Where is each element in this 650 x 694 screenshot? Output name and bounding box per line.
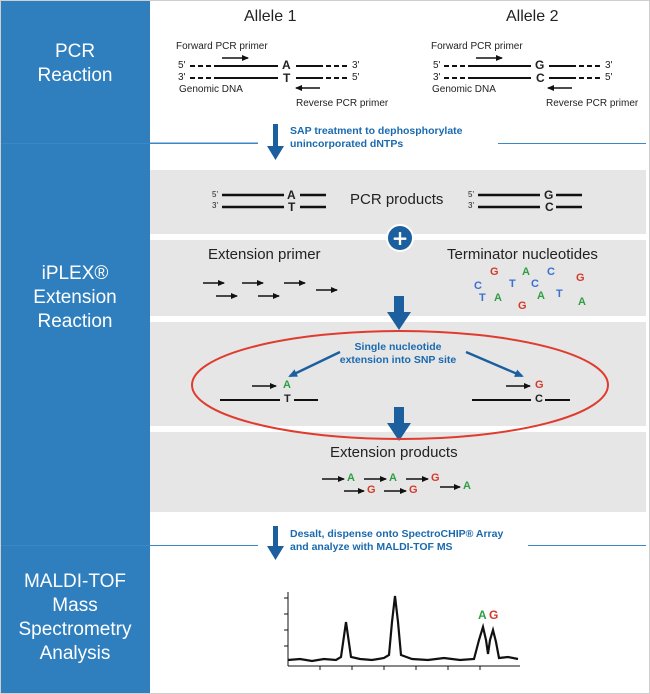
terminator-nucleotide: T — [556, 288, 563, 300]
terminator-nucleotide: A — [578, 296, 586, 308]
terminator-nucleotide: T — [509, 278, 516, 290]
template-base-c: C — [535, 393, 543, 405]
five-prime-label: 5' — [433, 60, 441, 71]
terminator-nucleotide: C — [531, 278, 539, 290]
arrow-to-allele-2 — [465, 350, 524, 378]
extension-product-base: A — [347, 472, 355, 484]
arrow-to-allele-1 — [288, 350, 341, 378]
down-arrow-icon — [267, 124, 284, 160]
plus-icon: + — [386, 224, 414, 252]
terminator-nucleotide: A — [537, 290, 545, 302]
iplex-section-title: iPLEX® Extension Reaction — [33, 263, 117, 332]
products-band — [150, 432, 646, 512]
extension-product-base: G — [409, 484, 418, 496]
terminator-nucleotide: C — [547, 266, 555, 278]
section-divider — [0, 545, 258, 546]
product-bottom-base: C — [545, 200, 554, 214]
three-prime-label: 3' — [605, 60, 613, 71]
extension-primer-arrows — [203, 280, 338, 299]
allele-1-pcr-duplex — [190, 55, 350, 91]
extended-base-a: A — [283, 379, 291, 391]
extension-products-label: Extension products — [330, 444, 458, 461]
section-divider — [498, 143, 646, 144]
mass-spectrum-trace — [287, 595, 519, 663]
down-arrow-icon — [387, 296, 411, 330]
reverse-primer-label: Reverse PCR primer — [546, 98, 639, 109]
product-bottom-base: T — [288, 200, 296, 214]
terminator-nucleotide: A — [494, 292, 502, 304]
allele-1-top-base: A — [282, 58, 291, 72]
three-prime-label: 3' — [468, 201, 474, 210]
genomic-dna-label: Genomic DNA — [179, 84, 243, 95]
five-prime-label: 5' — [212, 190, 218, 199]
five-prime-label: 5' — [605, 72, 613, 83]
genomic-dna-label: Genomic DNA — [432, 84, 496, 95]
extension-product-base: G — [431, 472, 440, 484]
pcr-section-title: PCR Reaction — [37, 41, 113, 86]
three-prime-label: 3' — [212, 201, 218, 210]
five-prime-label: 5' — [468, 190, 474, 199]
sap-step-text: SAP treatment to dephosphorylate unincor… — [290, 125, 463, 150]
extension-template-allele-2 — [472, 383, 570, 401]
product-top-base: G — [544, 188, 554, 202]
five-prime-label: 5' — [178, 60, 186, 71]
product-top-base: A — [287, 188, 296, 202]
template-base-t: T — [284, 393, 291, 405]
down-arrow-icon — [267, 526, 284, 560]
three-prime-label: 3' — [433, 72, 441, 83]
allele-2-top-base: G — [535, 58, 545, 72]
highlight-ring — [191, 330, 609, 440]
extended-base-g: G — [535, 379, 544, 391]
down-arrow-icon — [387, 407, 411, 441]
terminator-nucleotide: A — [522, 266, 530, 278]
terminator-nucleotide: G — [576, 272, 585, 284]
section-divider — [0, 143, 258, 144]
extension-primer-label: Extension primer — [208, 246, 321, 263]
extension-product-base: A — [389, 472, 397, 484]
single-extension-text: Single nucleotide extension into SNP sit… — [339, 341, 457, 366]
spectrum-axes — [284, 592, 520, 670]
allele-1-header: Allele 1 — [244, 8, 297, 25]
three-prime-label: 3' — [178, 72, 186, 83]
extension-product-base: A — [463, 480, 471, 492]
forward-primer-label: Forward PCR primer — [176, 41, 268, 52]
allele-2-bottom-base: C — [536, 71, 545, 85]
pcr-products-label: PCR products — [350, 191, 444, 208]
three-prime-label: 3' — [352, 60, 360, 71]
terminator-nucleotide: C — [474, 280, 482, 292]
terminator-nucleotide: G — [490, 266, 499, 278]
desalt-step-text: Desalt, dispense onto SpectroCHIP® Array… — [290, 528, 504, 553]
section-sidebar — [0, 0, 150, 694]
terminator-nucleotide: G — [518, 300, 527, 312]
reverse-primer-label: Reverse PCR primer — [296, 98, 389, 109]
peak-label-a: A — [478, 608, 487, 622]
five-prime-label: 5' — [352, 72, 360, 83]
pcr-products-band — [150, 170, 646, 234]
forward-primer-label: Forward PCR primer — [431, 41, 523, 52]
pcr-product-allele-2 — [478, 193, 582, 209]
allele-2-header: Allele 2 — [506, 8, 559, 25]
maldi-section-title: MALDI-TOF Mass Spectrometry Analysis — [18, 571, 132, 664]
section-divider — [528, 545, 646, 546]
terminator-nucleotides-label: Terminator nucleotides — [447, 246, 598, 263]
extension-template-allele-1 — [220, 383, 318, 401]
peak-label-g: G — [489, 608, 499, 622]
pcr-product-allele-1 — [222, 193, 326, 209]
allele-2-pcr-duplex — [444, 55, 602, 91]
allele-1-bottom-base: T — [283, 71, 291, 85]
terminator-nucleotide: T — [479, 292, 486, 304]
extension-product-base: G — [367, 484, 376, 496]
